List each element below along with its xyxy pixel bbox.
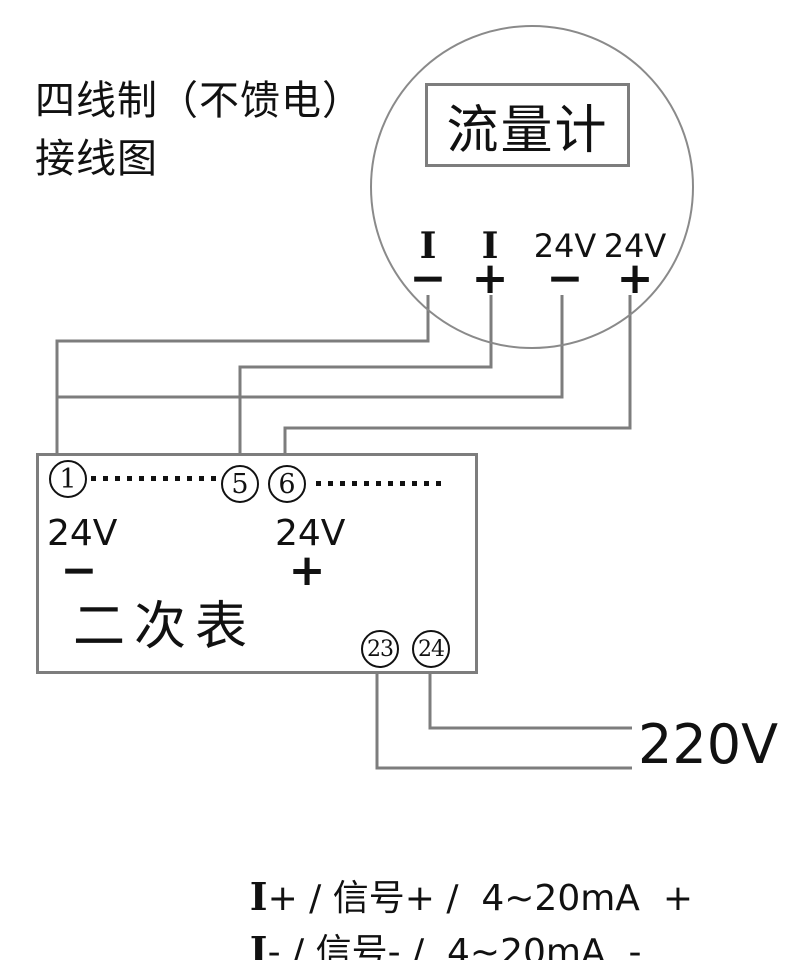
flowmeter-terminal-i-minus: I − (388, 225, 468, 304)
wire-terminal24-to-220v (428, 673, 632, 730)
secondary-meter-label: 二次表 (73, 597, 257, 657)
terminal-polarity: + (471, 253, 509, 304)
terminal-row-dotted-line-right (316, 481, 443, 486)
power-24v-plus-label: 24V + (275, 513, 346, 596)
terminal-23-circle: 23 (361, 630, 399, 668)
terminal-name: 24V (533, 227, 597, 265)
diagram-title-line2: 接线图 (35, 136, 158, 182)
terminal-24-circle: 24 (412, 630, 450, 668)
terminal-polarity: − (409, 253, 447, 304)
legend-text: + / 信号+ / 4~20mA + (267, 878, 693, 919)
flowmeter-terminal-24v-plus: 24V + (595, 227, 675, 304)
flowmeter-label: 流量计 (446, 100, 609, 161)
terminal-row-dotted-line-left (91, 476, 219, 481)
diagram-title-line1: 四线制（不馈电） (35, 78, 363, 124)
diagram-title: 四线制（不馈电） 接线图 (35, 72, 363, 188)
flowmeter-circle (370, 25, 694, 349)
power-polarity: − (60, 545, 98, 596)
secondary-meter-box: 1 5 6 24V − 24V + 二次表 23 24 (36, 453, 478, 674)
wire-24v-plus-to-terminal6 (283, 295, 632, 453)
terminal-6-circle: 6 (268, 465, 306, 503)
power-label: 24V (275, 513, 346, 554)
terminal-5-circle: 5 (221, 465, 259, 503)
mains-220v-label: 220V (638, 713, 779, 776)
legend-signal-plus: I+ / 信号+ / 4~20mA + (204, 834, 693, 960)
terminal-polarity: − (546, 253, 584, 304)
current-symbol: I (249, 928, 268, 960)
terminal-name: I (481, 225, 499, 267)
legend-text: - / 信号- / 4~20mA - (267, 932, 642, 960)
flowmeter-label-box: 流量计 (425, 83, 630, 167)
power-polarity: + (288, 545, 326, 596)
wire-terminal23-to-220v (375, 673, 632, 770)
terminal-name: I (419, 225, 437, 267)
power-24v-minus-label: 24V − (47, 513, 118, 596)
terminal-1-circle: 1 (49, 460, 87, 498)
flowmeter-terminal-i-plus: I + (450, 225, 530, 304)
current-symbol: I (249, 874, 268, 919)
flowmeter-terminal-24v-minus: 24V − (525, 227, 605, 304)
terminal-name: 24V (603, 227, 667, 265)
terminal-polarity: + (616, 253, 654, 304)
legend-signal-minus: I- / 信号- / 4~20mA - (204, 888, 642, 960)
power-label: 24V (47, 513, 118, 554)
